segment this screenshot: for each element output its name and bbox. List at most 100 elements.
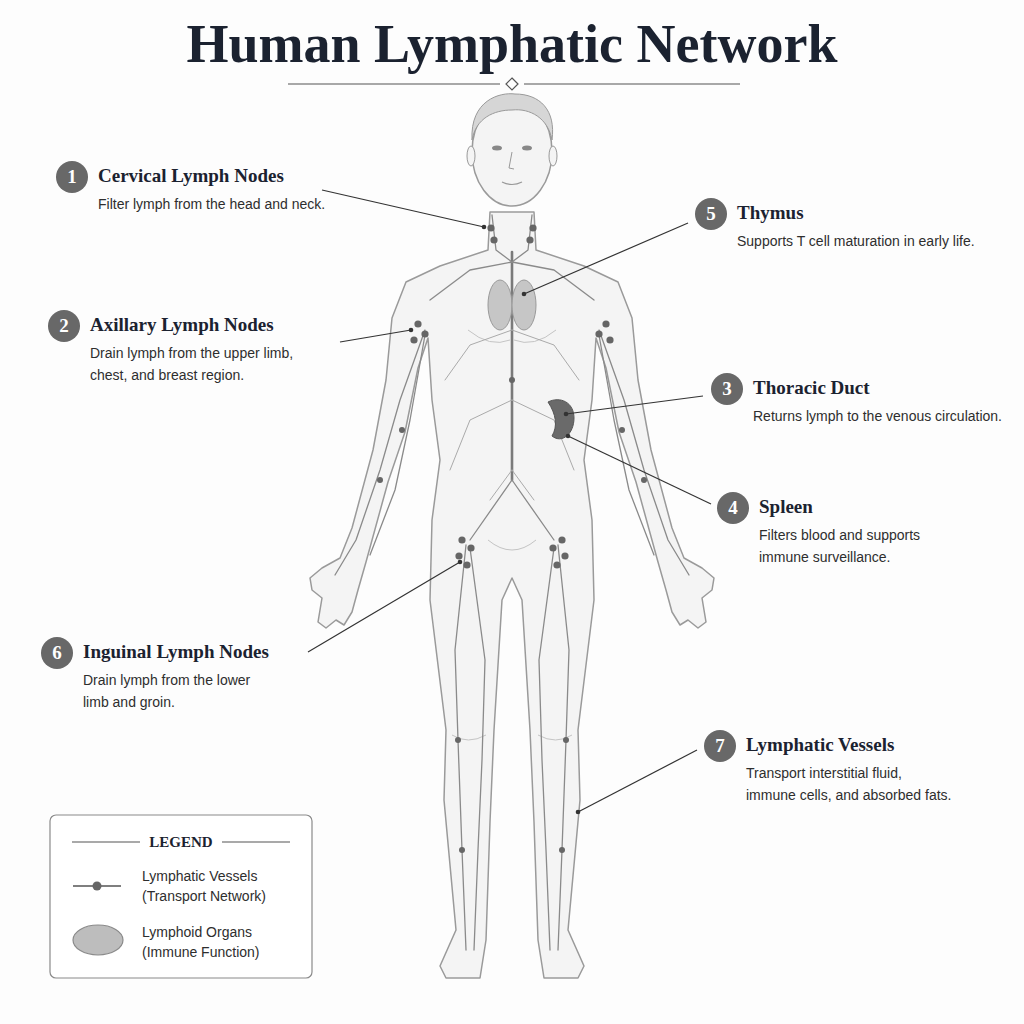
callout-description: Returns lymph to the venous circulation.: [753, 405, 1015, 427]
ear: [549, 146, 557, 166]
vessel: [558, 545, 569, 950]
callout-heading: Inguinal Lymph Nodes: [83, 641, 269, 663]
leader-dot: [458, 560, 463, 565]
diagram-title: Human Lymphatic Network: [0, 14, 1024, 74]
leader-dot: [482, 225, 487, 230]
leader-dot: [564, 412, 569, 417]
lymph-node: [559, 847, 565, 853]
lymph-node: [563, 737, 569, 743]
lymph-node: [606, 336, 613, 343]
lymph-node: [399, 427, 405, 433]
lymphoid-organs: [488, 280, 574, 439]
lymph-nodes: [377, 224, 647, 853]
callout: 7 Lymphatic VesselsTransport interstitial…: [704, 730, 957, 806]
lymph-node: [410, 336, 417, 343]
leader-line: [308, 562, 460, 652]
organ-symbol: [73, 925, 123, 955]
legend-rule: [72, 841, 140, 842]
thymus-lobe: [488, 280, 512, 330]
chest-contour: [514, 330, 556, 342]
vessel: [470, 480, 512, 540]
legend-entry: Lymphatic Vessels (Transport Network): [142, 866, 272, 906]
vessel: [470, 548, 485, 950]
callout-heading: Spleen: [759, 496, 944, 518]
callout: 3 Thoracic DuctReturns lymph to the venou…: [711, 373, 1017, 427]
callout: 5ThymusSupports T cell maturation in ear…: [695, 198, 1009, 252]
lymph-node: [414, 320, 421, 327]
lymph-node: [561, 552, 568, 559]
legend-label: Lymphatic Vessels (Transport Network): [142, 866, 272, 906]
rule-line: [288, 83, 500, 84]
human-figure: [310, 94, 714, 978]
callout-number: 2: [48, 310, 80, 342]
eye: [522, 146, 532, 151]
legend-swatch: [70, 922, 134, 962]
callout-text: Inguinal Lymph NodesDrain lymph from the…: [83, 637, 269, 713]
callout-text: Lymphatic VesselsTransport interstitial …: [746, 730, 955, 806]
lymph-node: [421, 330, 428, 337]
callout-description: Drain lymph from the upper limb, chest, …: [90, 342, 310, 386]
callout-description: Supports T cell maturation in early life…: [737, 230, 1007, 252]
callout: 6Inguinal Lymph NodesDrain lymph from th…: [41, 637, 271, 713]
rule-ornament: [506, 78, 518, 90]
leader-line: [566, 396, 703, 414]
lymph-node: [455, 737, 461, 743]
lymph-node: [458, 536, 465, 543]
vessel: [539, 548, 554, 950]
legend-rule: [222, 841, 290, 842]
vessel: [370, 335, 425, 555]
lymph-node: [509, 377, 515, 383]
callout-heading: Thymus: [737, 202, 1007, 224]
callout-heading: Cervical Lymph Nodes: [98, 165, 358, 187]
nose: [509, 152, 514, 169]
chest-contour: [468, 330, 510, 342]
lymph-node: [455, 552, 462, 559]
lymph-node: [529, 224, 536, 231]
callout-number: 3: [711, 373, 743, 405]
vessel: [490, 470, 512, 500]
callout-heading: Thoracic Duct: [753, 377, 1015, 399]
vessel: [335, 330, 425, 575]
thymus-lobe: [512, 280, 536, 330]
callout-text: Cervical Lymph NodesFilter lymph from th…: [98, 161, 358, 215]
vessel: [512, 330, 579, 380]
lymphatic-vessels: [335, 215, 689, 950]
vessel: [512, 400, 574, 470]
vessel: [450, 400, 512, 470]
lymph-node: [641, 477, 647, 483]
leader-dot: [566, 434, 571, 439]
leader-dot: [409, 328, 414, 333]
lymph-node: [553, 561, 560, 568]
callout-heading: Axillary Lymph Nodes: [90, 314, 310, 336]
vessel: [599, 335, 654, 555]
vessel: [445, 330, 512, 380]
legend-box: [50, 815, 312, 978]
vessel: [512, 470, 534, 500]
callout: 2 Axillary Lymph NodesDrain lymph from th…: [48, 310, 312, 386]
callout-description: Filters blood and supports immune survei…: [759, 524, 944, 568]
thoracic-duct: [511, 252, 514, 480]
callout-text: SpleenFilters blood and supports immune …: [759, 492, 944, 568]
leader-lines: [308, 190, 711, 812]
callout-description: Drain lymph from the lower limb and groi…: [83, 669, 265, 713]
lymph-node: [377, 477, 383, 483]
callout: 4SpleenFilters blood and supports immune…: [717, 492, 946, 568]
leader-line: [578, 750, 697, 812]
vessel: [599, 330, 689, 575]
legend-entry: Lymphoid Organs (Immune Function): [142, 922, 272, 962]
rule-line: [524, 83, 740, 84]
leader-line: [322, 190, 484, 227]
vessel: [455, 545, 466, 950]
leader-dot: [576, 810, 581, 815]
leader-dot: [522, 292, 527, 297]
vessel: [512, 480, 554, 540]
lymph-node: [549, 544, 556, 551]
legend-label: Lymphoid Organs (Immune Function): [142, 922, 272, 962]
callout-text: Axillary Lymph NodesDrain lymph from the…: [90, 310, 310, 386]
callout-number: 7: [704, 730, 736, 762]
callout-number: 1: [56, 161, 88, 193]
callout-text: Thoracic DuctReturns lymph to the venous…: [753, 373, 1015, 427]
legend-swatch: [70, 866, 134, 906]
ear: [467, 146, 475, 166]
